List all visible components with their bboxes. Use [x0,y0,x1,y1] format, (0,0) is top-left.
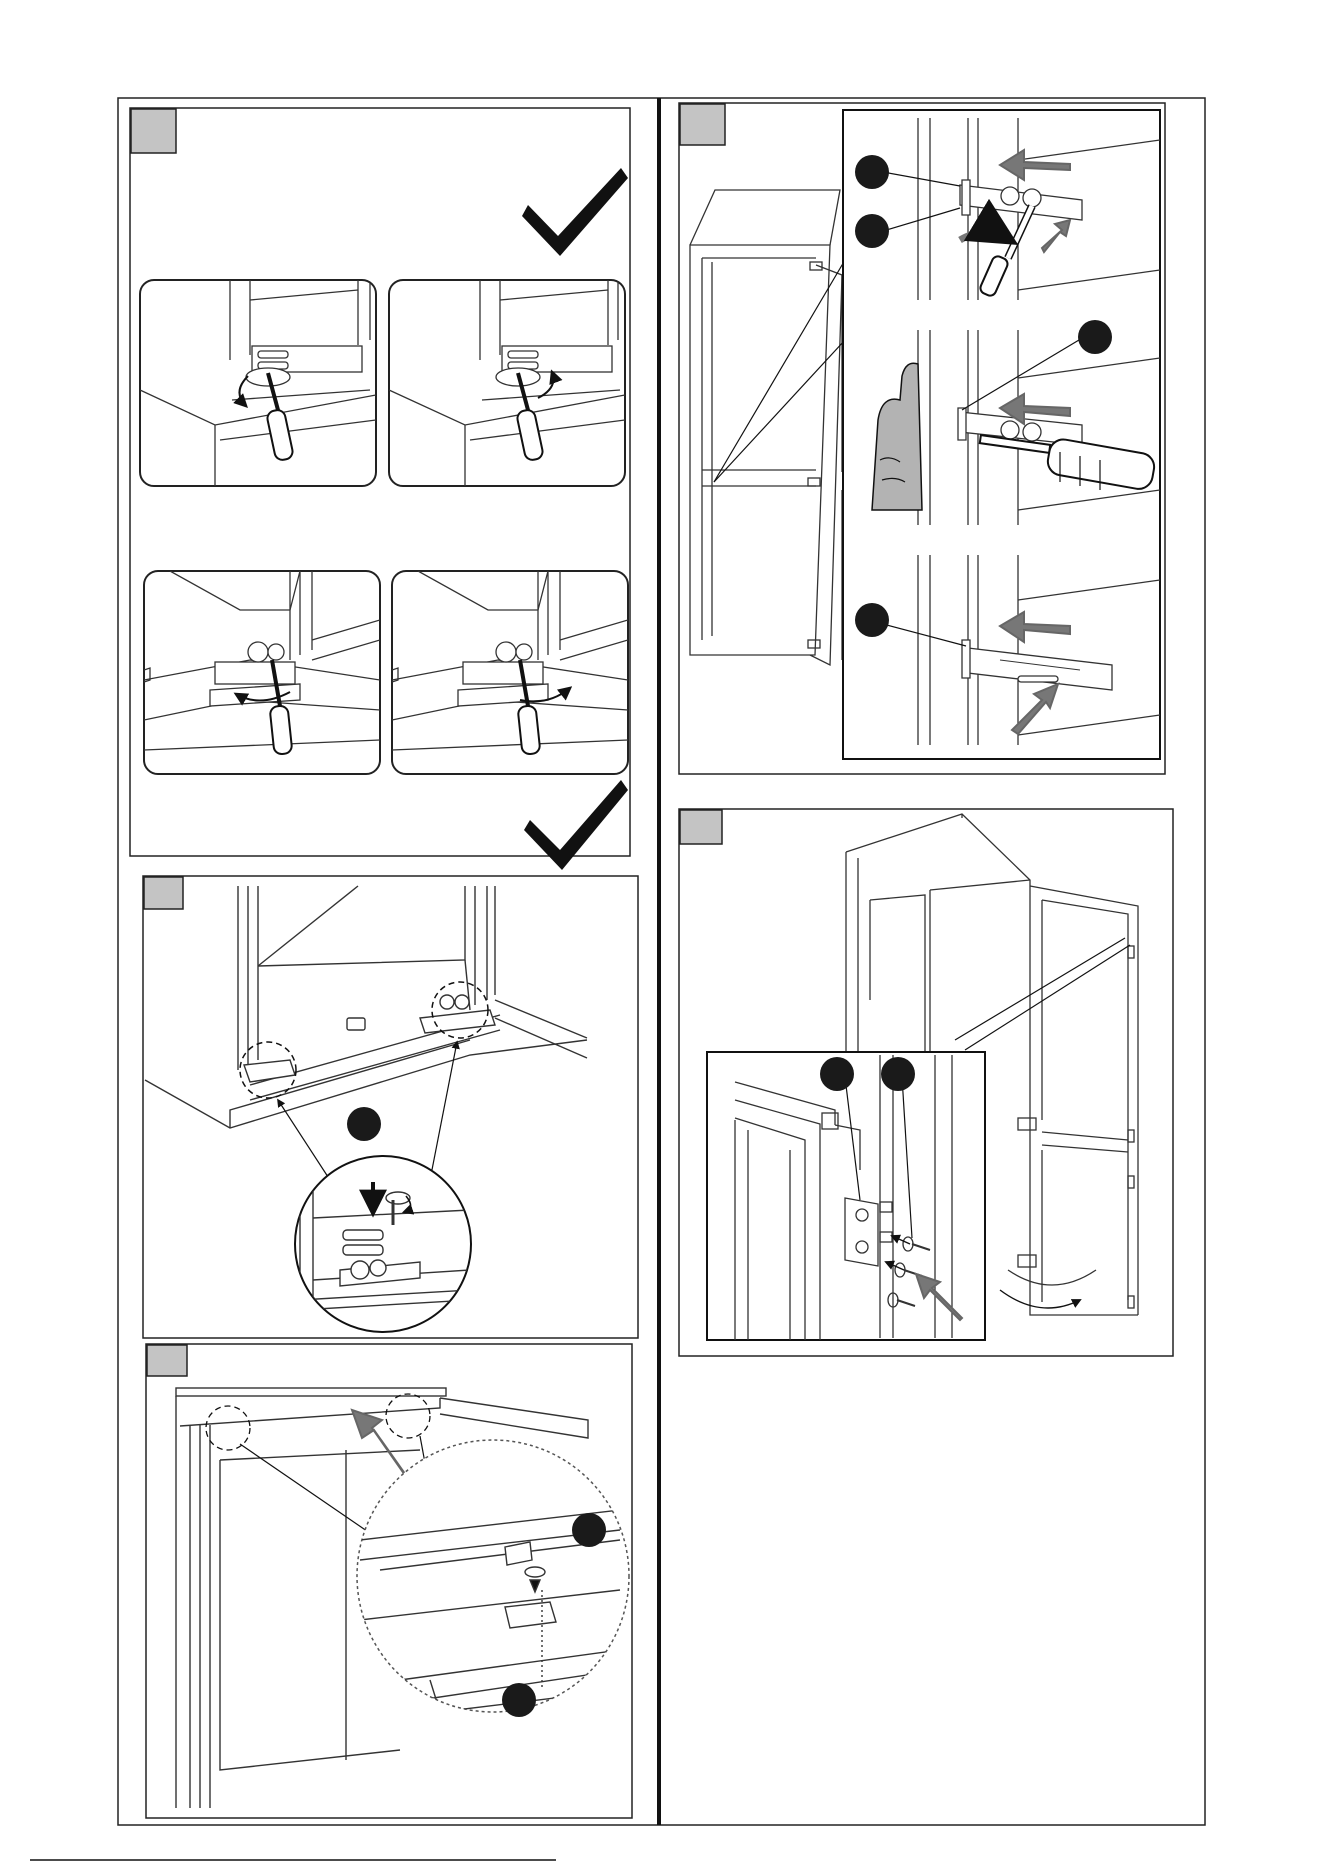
step-badge [131,109,176,153]
detail-panel-turn-left [140,280,376,486]
detail-panel-bracket-right [392,571,628,774]
callout-b [572,1513,606,1547]
step-badge [144,877,183,909]
panel-top-cover-screw [146,1344,632,1818]
callout-h [820,1057,854,1091]
callout-c [502,1683,536,1717]
panel-hinge-remove [679,103,1165,774]
callout-d [855,155,889,189]
callout-a [347,1107,381,1141]
panel-hinge-mount [679,809,1173,1356]
panel-adjust-hinge-screw [130,108,630,870]
callout-i [881,1057,915,1091]
hinge-mount-detail-frame [707,1052,985,1340]
detail-panel-bracket-left [144,571,380,774]
callout-g [855,603,889,637]
magnifier-top-screw [357,1440,629,1712]
callout-f [1078,320,1112,354]
step-badge [147,1345,187,1376]
step-badge [680,810,722,844]
magnifier-base-screw [295,1156,471,1332]
panel-fix-base-bracket [143,876,638,1338]
detail-panel-turn-right [389,280,625,486]
step-badge [680,104,725,145]
callout-e [855,214,889,248]
